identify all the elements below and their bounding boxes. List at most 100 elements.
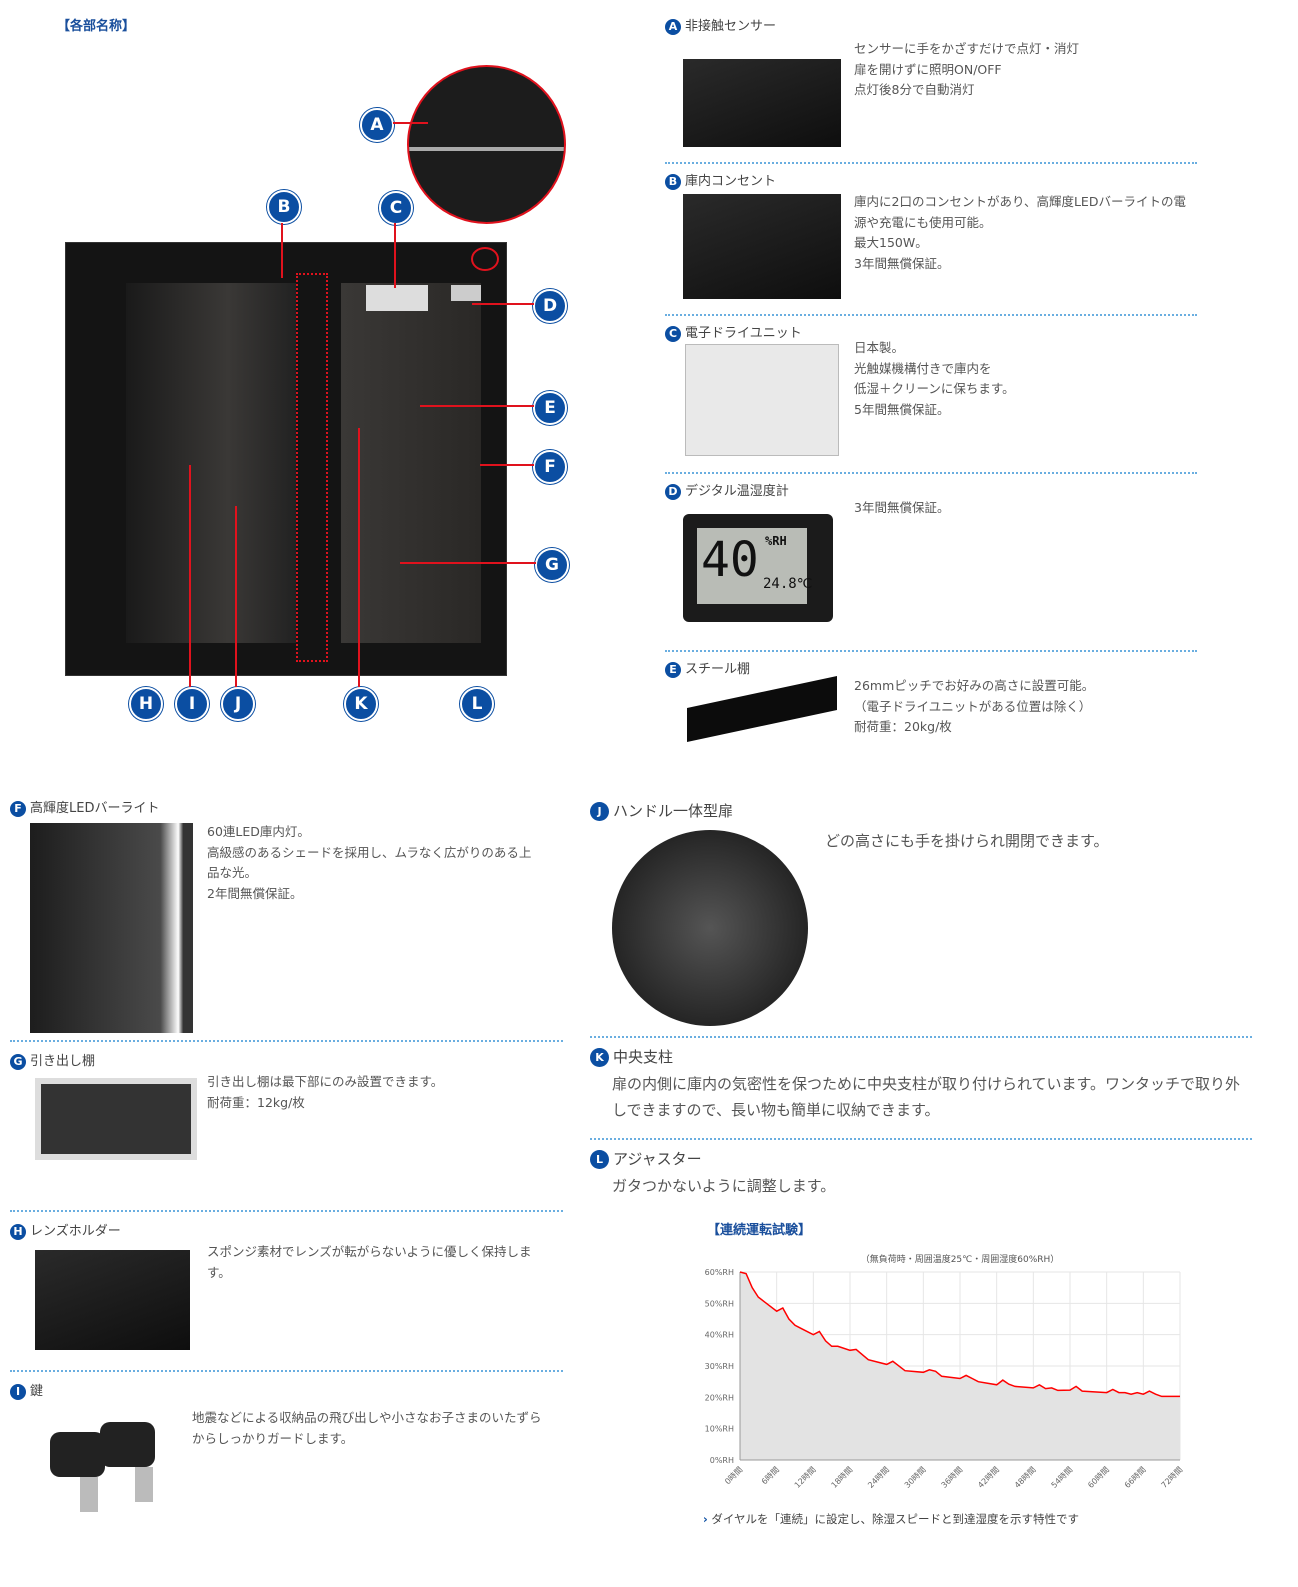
left-door-glass [126, 283, 296, 643]
x-tick-label: 12時間 [793, 1465, 818, 1490]
dry-unit-photo [685, 344, 839, 456]
callout-a: A [360, 108, 394, 142]
item-title: 鍵 [30, 1384, 44, 1399]
item-title: 引き出し棚 [30, 1054, 96, 1069]
chart-note: › ダイヤルを「連続」に設定し、除湿スピードと到達湿度を示す特性です [703, 1511, 1079, 1527]
badge-b: B [665, 173, 681, 190]
lens-holder-photo [35, 1250, 190, 1350]
callout-j: J [221, 687, 255, 721]
item-title: アジャスター [613, 1150, 702, 1168]
hygrometer [451, 285, 481, 301]
callout-h: H [129, 687, 163, 721]
x-tick-label: 18時間 [830, 1465, 855, 1490]
x-tick-label: 48時間 [1013, 1465, 1038, 1490]
sensor-marker [471, 247, 499, 271]
hygrometer-photo: 40 %RH 24.8℃ [683, 514, 833, 622]
y-tick-label: 30%RH [705, 1362, 734, 1371]
item-title: スチール棚 [685, 662, 751, 677]
badge-i: I [10, 1383, 26, 1400]
callout-e: E [533, 391, 567, 425]
x-tick-label: 54時間 [1050, 1465, 1075, 1490]
sensor-zoom-circle [407, 65, 566, 224]
badge-l: L [590, 1150, 609, 1169]
item-title: レンズホルダー [30, 1224, 121, 1239]
y-tick-label: 60%RH [705, 1268, 734, 1277]
item-desc: 扉の内側に庫内の気密性を保つために中央支柱が取り付けられています。ワンタッチで取… [612, 1075, 1241, 1119]
x-tick-label: 66時間 [1123, 1465, 1148, 1490]
badge-a: A [665, 18, 681, 35]
y-tick-label: 20%RH [705, 1393, 734, 1402]
item-desc: 庫内に2口のコンセントがあり、高輝度LEDバーライトの電 源や充電にも使用可能。… [854, 194, 1186, 271]
led-photo [30, 823, 193, 1033]
item-desc: 26mmピッチでお好みの高さに設置可能。 （電子ドライユニットがある位置は除く）… [854, 678, 1095, 734]
callout-i: I [175, 687, 209, 721]
parts-list-left: F 高輝度LEDバーライト 60連LED庫内灯。 高級感のあるシェードを採用し、ム… [10, 797, 563, 1540]
x-tick-label: 72時間 [1160, 1465, 1185, 1490]
item-title: 電子ドライユニット [685, 326, 802, 341]
badge-f: F [10, 800, 26, 817]
chart-section-title: 【連続運転試験】 [707, 1223, 812, 1238]
item-title: 中央支柱 [613, 1048, 674, 1066]
item-desc: センサーに手をかざすだけで点灯・消灯 扉を開けずに照明ON/OFF 点灯後8分で… [854, 41, 1080, 97]
item-title: 高輝度LEDバーライト [30, 801, 160, 816]
item-desc: ガタつかないように調整します。 [612, 1177, 836, 1195]
outlet-photo [683, 194, 841, 299]
badge-c: C [665, 325, 681, 342]
badge-h: H [10, 1223, 26, 1240]
sensor-photo [683, 59, 841, 147]
callout-k: K [344, 687, 378, 721]
cabinet-body [65, 242, 507, 676]
x-tick-label: 60時間 [1086, 1465, 1111, 1490]
x-tick-label: 6時間 [760, 1465, 781, 1486]
item-desc: スポンジ素材でレンズが転がらないように優しく保持しま す。 [207, 1244, 532, 1280]
callout-l: L [460, 687, 494, 721]
temperature-readout: 24.8℃ [763, 576, 813, 592]
humidity-unit: %RH [765, 534, 787, 548]
chart-title: （無負荷時・周囲温度25℃・周囲湿度60%RH） [861, 1253, 1060, 1265]
badge-g: G [10, 1053, 26, 1070]
badge-j: J [590, 802, 609, 821]
item-b: B 庫内コンセント 庫内に2口のコンセントがあり、高輝度LEDバーライトの電 源や… [665, 164, 1197, 314]
humidity-chart: （無負荷時・周囲温度25℃・周囲湿度60%RH） 0%RH 10%RH 20%RH 30… [705, 1253, 1185, 1490]
chart-note-text: ダイヤルを「連続」に設定し、除湿スピードと到達湿度を示す特性です [711, 1512, 1080, 1526]
item-title: 庫内コンセント [685, 174, 777, 189]
chevron-right-icon: › [703, 1512, 708, 1526]
callout-f: F [533, 450, 567, 484]
item-desc: どの高さにも手を掛けられ開閉できます。 [825, 832, 1109, 850]
section-title: 【各部名称】 [57, 19, 136, 34]
callout-c: C [379, 191, 413, 225]
y-tick-label: 0%RH [710, 1456, 734, 1465]
y-tick-label: 10%RH [705, 1425, 734, 1434]
item-desc: 地震などによる収納品の飛び出しや小さなお子さまのいたずら からしっかりガードしま… [192, 1410, 542, 1446]
y-tick-label: 50%RH [705, 1299, 734, 1308]
callout-g: G [535, 548, 569, 582]
item-desc: 3年間無償保証。 [854, 500, 950, 515]
x-tick-label: 30時間 [903, 1465, 928, 1490]
badge-k: K [590, 1048, 609, 1067]
item-a: A 非接触センサー センサーに手をかざすだけで点灯・消灯 扉を開けずに照明ON/O… [665, 15, 1197, 162]
drawer-shelf-photo [35, 1078, 197, 1160]
item-f: F 高輝度LEDバーライト 60連LED庫内灯。 高級感のあるシェードを採用し、ム… [10, 797, 563, 1040]
center-pillar-marker [296, 273, 328, 662]
shelf-photo [687, 676, 837, 742]
series-line [739, 1271, 1180, 1398]
item-c: C 電子ドライユニット 日本製。 光触媒機構付きで庫内を 低湿＋クリーンに保ちます… [665, 316, 1197, 472]
item-desc: 60連LED庫内灯。 高級感のあるシェードを採用し、ムラなく広がりのある上 品な… [207, 824, 532, 901]
item-h: H レンズホルダー スポンジ素材でレンズが転がらないように優しく保持しま す。 [10, 1212, 563, 1370]
item-title: デジタル温湿度計 [685, 484, 789, 499]
series-area [740, 1272, 1180, 1460]
item-desc: 日本製。 光触媒機構付きで庫内を 低湿＋クリーンに保ちます。 5年間無償保証。 [854, 340, 1015, 417]
item-title: ハンドル一体型扉 [613, 802, 734, 820]
humidity-readout: 40 [701, 532, 759, 588]
dry-unit [366, 285, 428, 311]
item-title: 非接触センサー [685, 19, 777, 34]
